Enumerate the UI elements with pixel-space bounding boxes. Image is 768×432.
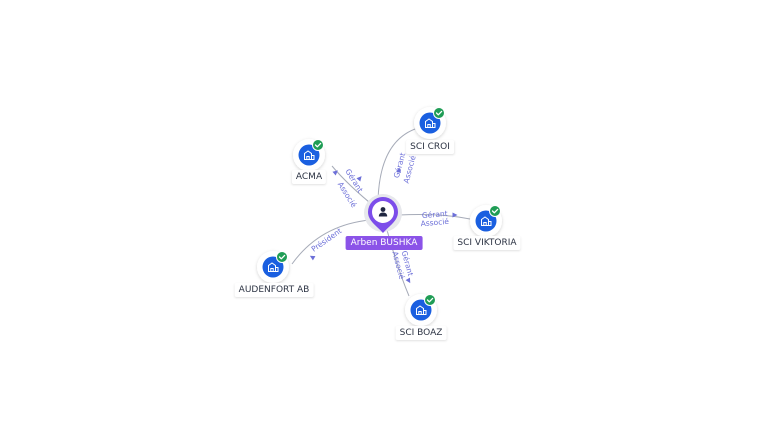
edge-line: [377, 127, 419, 201]
verified-check-icon: [489, 205, 501, 217]
node-core: [298, 144, 320, 166]
node-core: [410, 299, 432, 321]
company-label[interactable]: ACMA: [291, 170, 327, 184]
verified-check-icon: [276, 251, 288, 263]
verified-check-icon: [424, 294, 436, 306]
edge-role-label: Gérant: [422, 209, 449, 220]
building-icon: [268, 262, 279, 272]
company-label[interactable]: SCI VIKTORIA: [453, 236, 521, 250]
company-node-audenfort-ab[interactable]: [257, 251, 289, 283]
company-node-sci-viktoria[interactable]: [470, 205, 502, 237]
company-label[interactable]: SCI BOAZ: [395, 326, 447, 340]
company-node-sci-croi[interactable]: [414, 107, 446, 139]
edge-role-label: Associé: [420, 217, 449, 228]
company-node-sci-boaz[interactable]: [405, 294, 437, 326]
edge-arrow: [356, 176, 362, 182]
edge-arrow: [452, 212, 458, 218]
person-core: [372, 201, 394, 223]
edge-arrow: [396, 167, 402, 173]
node-core: [475, 210, 497, 232]
verified-check-icon: [433, 107, 445, 119]
edge-line: [398, 214, 471, 220]
building-icon: [304, 150, 315, 160]
node-core: [262, 256, 284, 278]
building-icon: [425, 118, 436, 128]
person-name-label[interactable]: Arben BUSHKA: [345, 236, 423, 250]
node-core: [419, 112, 441, 134]
edge-arrow: [405, 277, 411, 284]
company-label[interactable]: AUDENFORT AB: [234, 283, 314, 297]
company-label[interactable]: SCI CROI: [406, 140, 454, 154]
person-node[interactable]: [364, 194, 402, 233]
edge-arrow: [332, 170, 338, 176]
edge-line: [291, 219, 371, 265]
company-node-acma[interactable]: [293, 139, 325, 171]
person-icon: [378, 207, 388, 217]
building-icon: [481, 216, 492, 226]
edge-arrow: [309, 255, 316, 261]
building-icon: [416, 305, 427, 315]
verified-check-icon: [312, 139, 324, 151]
